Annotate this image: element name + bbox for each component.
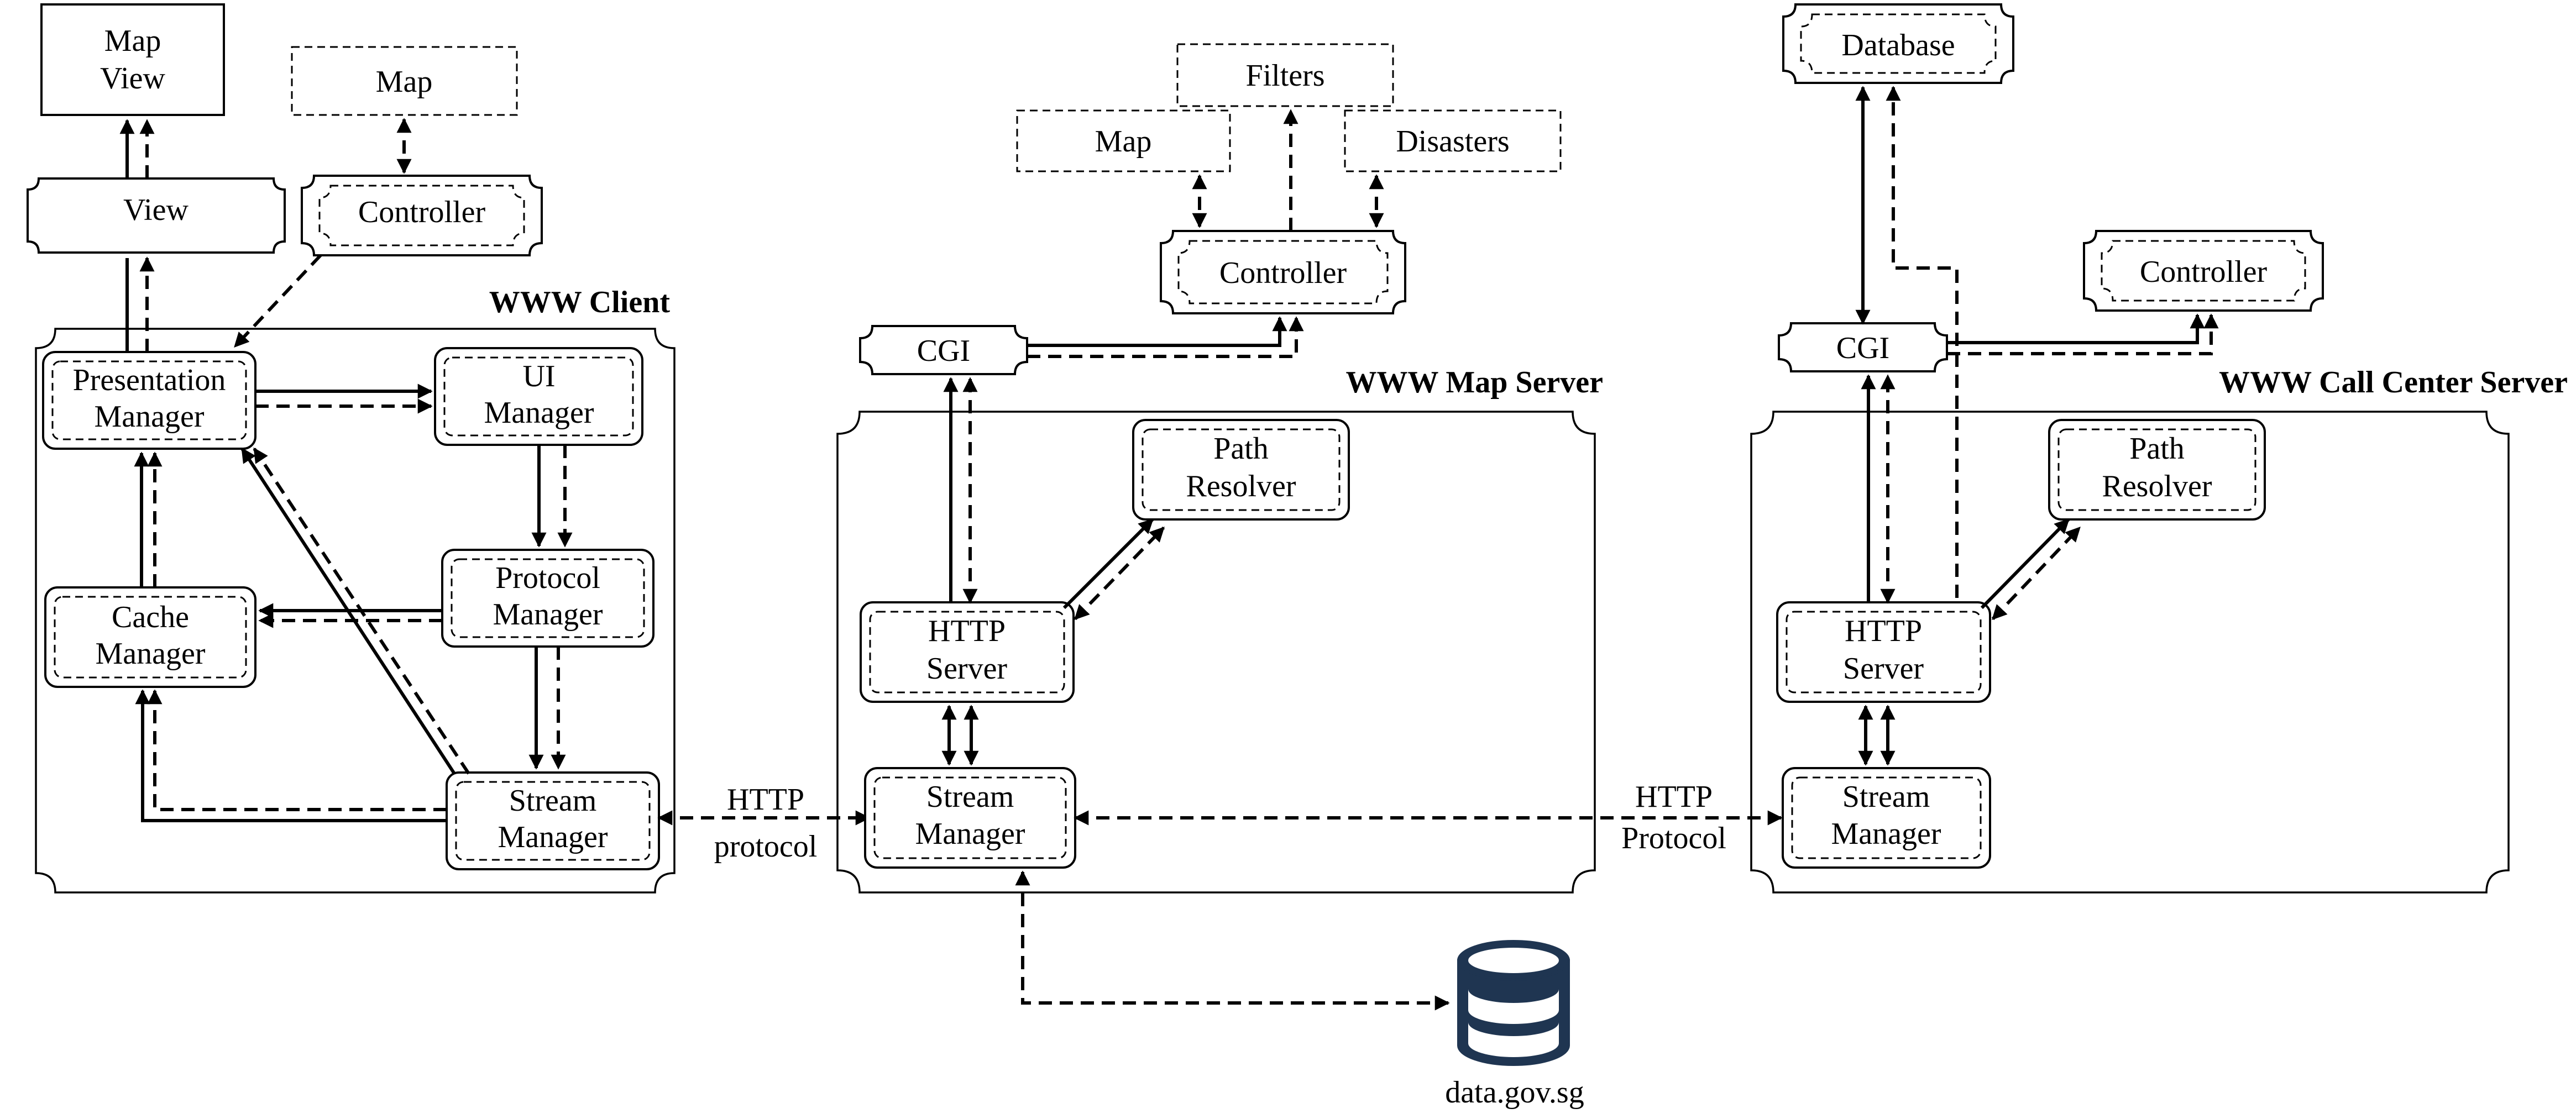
map-server-title: WWW Map Server (1345, 365, 1603, 400)
svg-text:Protocol: Protocol (495, 561, 600, 595)
svg-text:Path: Path (1213, 432, 1269, 466)
call-center-http-server-box: HTTP Server (1776, 601, 1991, 703)
map-server-cgi-box: CGI (859, 325, 1028, 375)
svg-text:Resolver: Resolver (1186, 469, 1296, 503)
svg-text:View: View (123, 193, 189, 227)
svg-text:Filters: Filters (1245, 59, 1324, 93)
svg-text:Map: Map (104, 24, 161, 58)
svg-text:Presentation: Presentation (73, 363, 226, 397)
client-title: WWW Client (489, 285, 671, 319)
database-cylinder-icon (1457, 940, 1570, 1066)
svg-text:Server: Server (926, 652, 1008, 686)
svg-text:CGI: CGI (917, 334, 970, 368)
svg-text:Manager: Manager (498, 820, 608, 854)
svg-text:Manager: Manager (493, 597, 603, 632)
client-map-box: Map (291, 46, 518, 116)
link-map-call: HTTP Protocol (1074, 780, 1783, 855)
client-stream-manager-box: Stream Manager (446, 771, 660, 870)
svg-text:HTTP: HTTP (1845, 614, 1922, 648)
call-center-controller-box: Controller (2083, 230, 2324, 312)
map-server-container (836, 411, 1596, 894)
call-center-cgi-box: CGI (1778, 322, 1948, 372)
svg-text:View: View (100, 61, 165, 96)
map-server-stream-manager-box: Stream Manager (864, 767, 1076, 869)
svg-text:Cache: Cache (112, 600, 189, 634)
call-center-container (1750, 411, 2510, 894)
svg-text:Protocol: Protocol (1621, 821, 1726, 855)
call-center-connectors (1855, 86, 2219, 766)
data-gov-sg: data.gov.sg (1445, 940, 1584, 1110)
svg-text:Database: Database (1841, 28, 1955, 62)
link-client-map: HTTP protocol (657, 782, 871, 864)
svg-text:HTTP: HTTP (1635, 780, 1713, 814)
svg-text:Path: Path (2129, 432, 2185, 466)
svg-text:Disasters: Disasters (1396, 124, 1509, 159)
svg-text:HTTP: HTTP (928, 614, 1006, 648)
presentation-manager-box: Presentation Manager (42, 351, 256, 450)
view-box: View (27, 177, 286, 254)
disasters-box: Disasters (1344, 109, 1562, 172)
client-connectors (119, 118, 573, 822)
svg-text:CGI: CGI (1836, 331, 1889, 365)
svg-text:Controller: Controller (358, 195, 486, 229)
call-center-title: WWW Call Center Server (2219, 365, 2568, 400)
map-server-controller-box: Controller (1160, 230, 1406, 314)
protocol-manager-box: Protocol Manager (441, 549, 655, 648)
map-server-section: WWW Map Server Filters Map Disasters Con… (836, 43, 1603, 1011)
svg-text:Resolver: Resolver (2102, 469, 2212, 503)
client-controller-box: Controller (301, 175, 543, 256)
svg-text:UI: UI (522, 359, 555, 393)
cache-manager-box: Cache Manager (44, 586, 256, 688)
svg-text:Stream: Stream (1842, 780, 1930, 814)
svg-text:Stream: Stream (926, 780, 1014, 814)
svg-text:Stream: Stream (509, 784, 597, 818)
map-server-map-box: Map (1016, 109, 1231, 172)
call-center-path-resolver-box: Path Resolver (2048, 419, 2266, 521)
svg-text:Map: Map (1095, 124, 1152, 159)
svg-text:Map: Map (376, 65, 433, 99)
client-section: WWW Client Map View Map View Controller (27, 3, 676, 894)
data-source-label: data.gov.sg (1445, 1075, 1584, 1110)
call-center-stream-manager-box: Stream Manager (1782, 767, 1991, 869)
svg-text:Manager: Manager (484, 396, 594, 430)
map-server-http-server-box: HTTP Server (860, 601, 1075, 703)
database-box: Database (1782, 3, 2014, 84)
map-view-box: Map View (40, 3, 225, 116)
svg-text:Manager: Manager (915, 817, 1025, 851)
svg-text:Controller: Controller (2140, 255, 2268, 289)
ui-manager-box: UI Manager (434, 347, 643, 446)
filters-box: Filters (1176, 43, 1394, 107)
client-container (35, 328, 676, 894)
svg-text:HTTP: HTTP (727, 782, 804, 817)
svg-text:Manager: Manager (1831, 817, 1941, 851)
svg-text:protocol: protocol (714, 829, 818, 864)
svg-text:Server: Server (1843, 652, 1924, 686)
call-center-section: WWW Call Center Server Database Controll… (1750, 3, 2568, 894)
svg-text:Manager: Manager (95, 637, 205, 671)
svg-text:Manager: Manager (94, 400, 204, 434)
map-server-connectors (941, 109, 1450, 1011)
svg-text:Controller: Controller (1219, 256, 1347, 290)
map-server-path-resolver-box: Path Resolver (1132, 419, 1350, 521)
